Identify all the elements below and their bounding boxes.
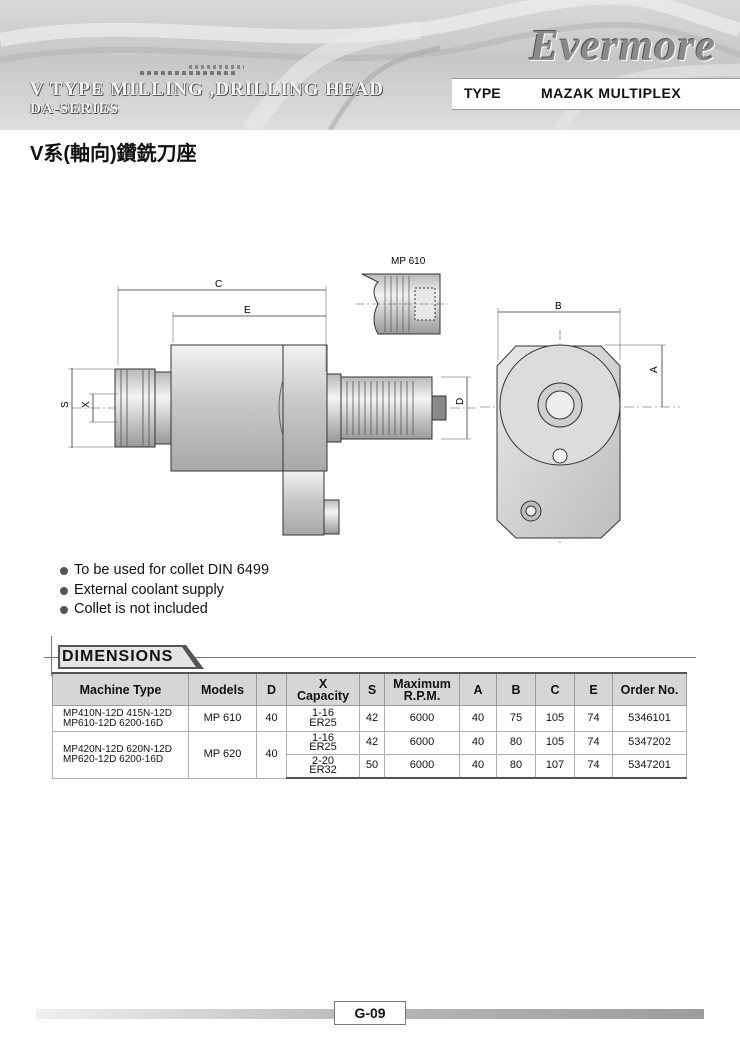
col-rpm-bottom: R.P.M. <box>403 688 441 703</box>
type-key: TYPE <box>464 85 501 101</box>
col-x-top: X <box>318 676 328 691</box>
x-top: 1-16 <box>311 731 335 744</box>
machine-line: MP420N-12D 620N-12D <box>63 744 172 756</box>
page-header: Evermore V TYPE MILLING ,DRILLING HEAD D… <box>0 0 740 130</box>
col-x-capacity: X Capacity <box>286 672 360 706</box>
machine-line: MP620-12D 6200-16D <box>63 753 164 765</box>
machine-line: MP610-12D 6200-16D <box>63 717 164 729</box>
cell-a: 40 <box>459 731 497 755</box>
cell-b: 80 <box>496 754 536 779</box>
cell-rpm: 6000 <box>384 731 460 755</box>
feature-item: Collet is not included <box>58 600 269 620</box>
col-rpm-top: Maximum <box>393 676 451 691</box>
col-b: B <box>496 672 536 706</box>
x-bottom: ER25 <box>309 716 337 729</box>
col-models: Models <box>188 672 257 706</box>
cell-c: 105 <box>535 731 575 755</box>
cell-a: 40 <box>459 754 497 779</box>
type-box: TYPE MAZAK MULTIPLEX <box>452 78 740 110</box>
dim-c-label: C <box>215 279 222 290</box>
machine-line: MP410N-12D 415N-12D <box>63 708 172 719</box>
x-bottom: ER25 <box>309 741 337 753</box>
dimensions-tab <box>58 645 204 669</box>
dim-e-label: E <box>244 305 251 316</box>
cell-c: 107 <box>535 754 575 779</box>
feature-item: External coolant supply <box>58 581 269 601</box>
header-title: V TYPE MILLING ,DRILLING HEAD <box>30 79 384 100</box>
cell-b: 75 <box>496 705 536 732</box>
inset-detail <box>356 273 448 335</box>
feature-item: To be used for collet DIN 6499 <box>58 561 269 581</box>
cell-machine-type: MP420N-12D 620N-12D MP620-12D 6200-16D <box>52 731 189 779</box>
cell-rpm: 6000 <box>384 754 460 779</box>
x-bottom: ER32 <box>309 764 337 776</box>
col-e: E <box>574 672 613 706</box>
technical-drawing: C E S X D MP 610 B <box>60 256 680 545</box>
col-c: C <box>535 672 575 706</box>
cell-b: 80 <box>496 731 536 755</box>
col-d: D <box>256 672 287 706</box>
table-row: 2-20 ER32 50 6000 40 80 107 74 5347201 <box>53 754 687 779</box>
cell-a: 40 <box>459 705 497 732</box>
front-view <box>480 330 680 545</box>
dim-d-label: D <box>455 398 466 405</box>
cell-order: 5347201 <box>612 754 687 779</box>
header-dots-decoration-2 <box>189 65 244 69</box>
cell-model: MP 610 <box>188 705 257 732</box>
dim-a-label: A <box>649 366 660 373</box>
cell-x: 1-16 ER25 <box>286 705 360 732</box>
brand-logo: Evermore <box>529 21 716 70</box>
cell-s: 42 <box>359 731 385 755</box>
col-x-bottom: Capacity <box>296 688 350 703</box>
col-machine-type: Machine Type <box>52 672 189 706</box>
dimensions-rule <box>44 657 696 658</box>
cell-e: 74 <box>574 754 613 779</box>
dimensions-table: Machine Type Models D X Capacity S Maxim… <box>52 672 687 779</box>
cell-s: 42 <box>359 705 385 732</box>
x-top: 2-20 <box>311 754 335 767</box>
cell-order: 5346101 <box>612 705 687 732</box>
dim-s-label: S <box>60 401 71 408</box>
cell-e: 74 <box>574 731 613 755</box>
page-number: G-09 <box>334 1001 406 1025</box>
cell-order: 5347202 <box>612 731 687 755</box>
cell-x: 1-16 ER25 <box>286 731 360 755</box>
cell-d: 40 <box>256 731 287 779</box>
dimensions-label: DIMENSIONS <box>62 648 174 665</box>
dim-x-label: X <box>81 401 92 408</box>
col-rpm: Maximum R.P.M. <box>384 672 460 706</box>
collet-nut <box>114 368 172 448</box>
cell-c: 105 <box>535 705 575 732</box>
main-body <box>170 344 342 536</box>
cell-e: 74 <box>574 705 613 732</box>
x-top: 1-16 <box>311 707 335 719</box>
dim-b-label: B <box>555 301 562 312</box>
col-s: S <box>359 672 385 706</box>
header-dots-decoration <box>140 71 235 75</box>
header-series: DA-SERIES <box>30 101 120 117</box>
col-a: A <box>459 672 497 706</box>
table-row: MP410N-12D 415N-12D MP610-12D 6200-16D M… <box>52 705 687 732</box>
table-header-row: Machine Type Models D X Capacity S Maxim… <box>52 672 687 706</box>
cell-rpm: 6000 <box>384 705 460 732</box>
cell-s: 50 <box>359 754 385 779</box>
threaded-shank <box>340 376 447 440</box>
cell-d: 40 <box>256 705 287 732</box>
inset-label: MP 610 <box>391 256 426 267</box>
cell-x: 2-20 ER32 <box>286 754 360 779</box>
col-order-no: Order No. <box>612 672 687 706</box>
chinese-title: V系(軸向)鑽銑刀座 <box>30 143 197 165</box>
type-value: MAZAK MULTIPLEX <box>541 85 682 101</box>
feature-list: To be used for collet DIN 6499 External … <box>58 561 269 620</box>
table-row: MP420N-12D 620N-12D MP620-12D 6200-16D M… <box>52 731 687 779</box>
cell-model: MP 620 <box>188 731 257 779</box>
dimensions-rule-vertical <box>51 636 52 676</box>
cell-machine-type: MP410N-12D 415N-12D MP610-12D 6200-16D <box>52 705 189 732</box>
